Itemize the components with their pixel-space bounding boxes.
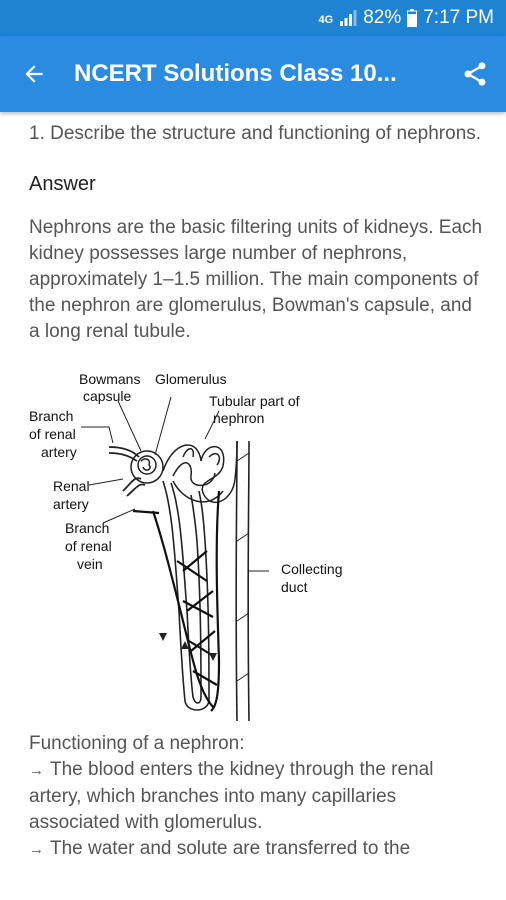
label-bowmans-2: capsule <box>83 388 131 404</box>
back-button[interactable] <box>0 36 68 112</box>
label-tubular-1: Tubular part of <box>209 393 300 409</box>
article-content[interactable]: 1. Describe the structure and functionin… <box>0 112 506 900</box>
label-tubular-2: nephron <box>213 410 264 426</box>
functioning-heading: Functioning of a nephron: <box>29 733 245 754</box>
label-collecting-1: Collecting <box>281 561 342 577</box>
label-collecting-2: duct <box>281 579 308 595</box>
label-renal-artery-1: Renal <box>53 478 90 494</box>
loop-of-henle-shape <box>162 480 210 711</box>
bullet-text: The water and solute are transferred to … <box>50 838 411 859</box>
bowmans-capsule-shape <box>130 450 164 484</box>
answer-paragraph: Nephrons are the basic filtering units o… <box>29 217 483 342</box>
label-bowmans-1: Bowmans <box>79 371 140 387</box>
tubule-loops <box>162 440 238 504</box>
label-branch-vein-1: Branch <box>65 520 109 536</box>
status-bar: 4G 82% 7:17 PM <box>0 0 506 36</box>
network-type: 4G <box>318 14 334 26</box>
arrow-right-icon: → <box>29 841 44 858</box>
battery-percent: 82% <box>363 7 402 28</box>
label-branch-vein-3: vein <box>77 556 103 572</box>
app-bar: NCERT Solutions Class 10... <box>0 36 506 112</box>
label-leaders <box>81 396 269 572</box>
label-branch-artery-3: artery <box>41 444 77 460</box>
signal-icon <box>339 10 357 26</box>
battery-icon <box>407 9 418 27</box>
clock: 7:17 PM <box>423 7 494 28</box>
label-branch-artery-1: Branch <box>29 408 73 424</box>
renal-artery-shape <box>108 446 146 497</box>
flow-arrows <box>159 633 217 661</box>
question-text: 1. Describe the structure and functionin… <box>29 123 482 144</box>
share-button[interactable] <box>444 36 506 112</box>
answer-heading: Answer <box>29 173 96 195</box>
nephron-diagram: Bowmans capsule Glomerulus Tubular part … <box>29 371 342 721</box>
bullet-item: → The water and solute are transferred to… <box>29 836 486 863</box>
label-renal-artery-2: artery <box>53 496 89 512</box>
capillary-network-shape <box>132 490 221 712</box>
page-title: NCERT Solutions Class 10... <box>74 60 397 87</box>
label-glomerulus: Glomerulus <box>155 371 227 387</box>
bullet-text: The blood enters the kidney through the … <box>29 759 434 833</box>
arrow-right-icon: → <box>29 762 44 779</box>
share-icon <box>464 62 486 86</box>
arrow-left-icon <box>25 65 43 83</box>
collecting-duct-shape <box>235 440 250 721</box>
label-branch-artery-2: of renal <box>29 426 76 442</box>
label-branch-vein-2: of renal <box>65 538 112 554</box>
bullet-item: →The blood enters the kidney through the… <box>29 757 486 836</box>
